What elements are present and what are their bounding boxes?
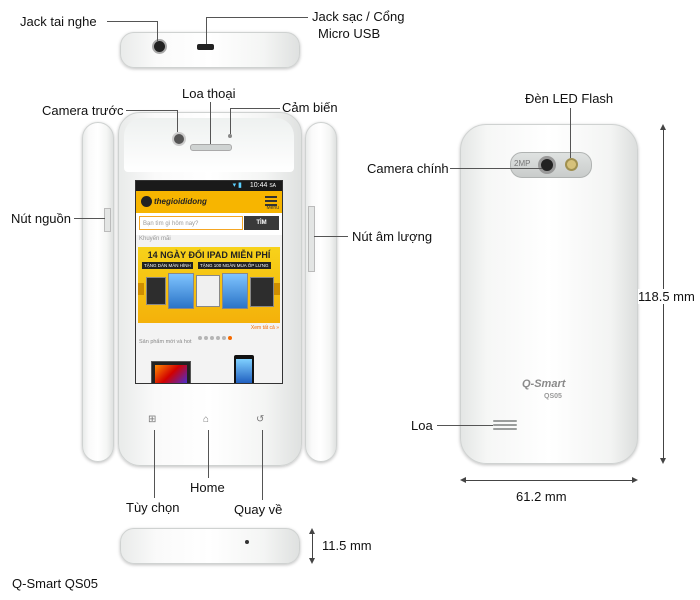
signal-icon: ▾ ▮ [232, 182, 242, 189]
back-key-icon: ↺ [256, 414, 265, 425]
leader-headphone-jack-v [157, 21, 158, 41]
site-logo-icon [141, 196, 152, 207]
label-home: Home [190, 480, 225, 495]
leader-main-camera [450, 168, 542, 169]
options-key-icon: ⊞ [148, 414, 157, 425]
tablet-image-1 [146, 277, 166, 305]
back-model-text: QS05 [544, 393, 562, 400]
label-earpiece: Loa thoại [182, 86, 236, 101]
width-arrow-right-icon [632, 477, 638, 483]
label-volume-button: Nút âm lượng [352, 229, 433, 244]
leader-sensor [230, 108, 280, 109]
leader-volume-button [314, 236, 348, 237]
thickness-arrow-top-icon [309, 528, 315, 534]
product-tablet-thumb[interactable] [151, 361, 191, 383]
proximity-sensor [228, 134, 232, 138]
carousel-dots [198, 327, 234, 345]
leader-earpiece [210, 102, 211, 144]
volume-key [308, 206, 315, 272]
earpiece-grille [190, 144, 232, 151]
phone-screen: ▾ ▮ 10:44 SA thegioididong Menu Bạn tìm … [135, 180, 283, 384]
time-suffix: SA [269, 183, 276, 189]
micro-usb-port [197, 44, 214, 50]
search-button[interactable]: TÌM [244, 216, 279, 230]
label-charge-port-1: Jack sạc / Cổng [312, 9, 405, 24]
width-dimension-line [462, 480, 636, 481]
phone-top-edge [120, 32, 300, 68]
label-led-flash: Đèn LED Flash [525, 91, 614, 106]
height-arrow-top-icon [660, 124, 666, 130]
phone-bottom-edge [120, 528, 300, 564]
promo-label: Khuyến mãi [139, 236, 171, 242]
phone-back [460, 124, 638, 464]
new-products-label: Sản phẩm mới và hot [139, 339, 192, 345]
label-headphone-jack: Jack tai nghe [20, 14, 97, 29]
label-sensor: Cảm biến [282, 100, 338, 115]
see-all-link[interactable]: Xem tất cả » [250, 325, 279, 331]
banner-next-icon[interactable] [274, 283, 280, 295]
leader-speaker [437, 425, 493, 426]
leader-options [154, 430, 155, 498]
main-camera-lens [538, 156, 556, 174]
thickness-arrow-bottom-icon [309, 558, 315, 564]
product-phone-thumb[interactable] [234, 355, 254, 383]
label-back: Quay về [234, 502, 283, 517]
tablet-image-5 [250, 277, 274, 307]
leader-power-button [74, 218, 105, 219]
leader-headphone-jack [107, 21, 157, 22]
app-header: thegioididong Menu [136, 191, 282, 213]
thickness-measurement: 11.5 mm [322, 538, 372, 553]
label-speaker: Loa [411, 418, 433, 433]
home-key-icon: ⌂ [203, 414, 210, 425]
leader-led-flash [570, 108, 571, 158]
search-input[interactable]: Bạn tìm gì hôm nay? [139, 216, 243, 230]
leader-charge-port-v [206, 17, 207, 44]
label-power-button: Nút nguồn [11, 211, 71, 226]
camera-mp-text: 2MP [514, 159, 531, 168]
tablet-image-3 [196, 275, 220, 307]
width-measurement: 61.2 mm [516, 489, 567, 504]
front-camera-lens [172, 132, 186, 146]
banner-sub-1: TẶNG DÁN MÀN HÌNH [142, 262, 193, 269]
hamburger-menu-icon[interactable] [264, 194, 278, 210]
leader-sensor-v [230, 108, 231, 134]
led-flash [565, 158, 578, 171]
status-time: 10:44 SA [250, 182, 282, 189]
leader-back [262, 430, 263, 500]
promo-banner[interactable]: 14 NGÀY ĐỔI IPAD MIỄN PHÍ TẶNG DÁN MÀN H… [138, 247, 280, 323]
banner-sub-2: TẶNG 100 NGÀN MUA ỐP LƯNG [198, 262, 271, 269]
microphone-hole [245, 540, 249, 544]
banner-title: 14 NGÀY ĐỔI IPAD MIỄN PHÍ [147, 250, 271, 260]
search-row: Bạn tìm gì hôm nay? TÌM [136, 213, 282, 235]
label-charge-port-2: Micro USB [318, 26, 381, 41]
phone-left-side [82, 122, 114, 462]
site-logo[interactable]: thegioididong [154, 197, 207, 206]
menu-label: Menu [266, 205, 279, 211]
label-front-camera: Camera trước [42, 103, 124, 118]
leader-front-camera [126, 110, 177, 111]
leader-charge-port [206, 17, 308, 18]
banner-prev-icon[interactable] [138, 283, 144, 295]
height-measurement: 118.5 mm [638, 289, 695, 304]
headphone-jack-hole [152, 39, 167, 54]
label-options: Tùy chọn [126, 500, 180, 515]
leader-home [208, 430, 209, 478]
tablet-image-2 [168, 273, 194, 309]
leader-front-camera-v [177, 110, 178, 132]
power-key [104, 208, 111, 232]
speaker-grille [493, 420, 517, 430]
width-arrow-left-icon [460, 477, 466, 483]
phone-right-side [305, 122, 337, 462]
thickness-dimension-line [312, 530, 313, 562]
tablet-image-4 [222, 273, 248, 309]
model-name: Q-Smart QS05 [12, 576, 98, 591]
height-arrow-bottom-icon [660, 458, 666, 464]
label-main-camera: Camera chính [367, 161, 449, 176]
back-brand-logo: Q-Smart [522, 378, 566, 390]
status-bar: ▾ ▮ 10:44 SA [136, 181, 282, 191]
time-value: 10:44 [249, 182, 268, 189]
